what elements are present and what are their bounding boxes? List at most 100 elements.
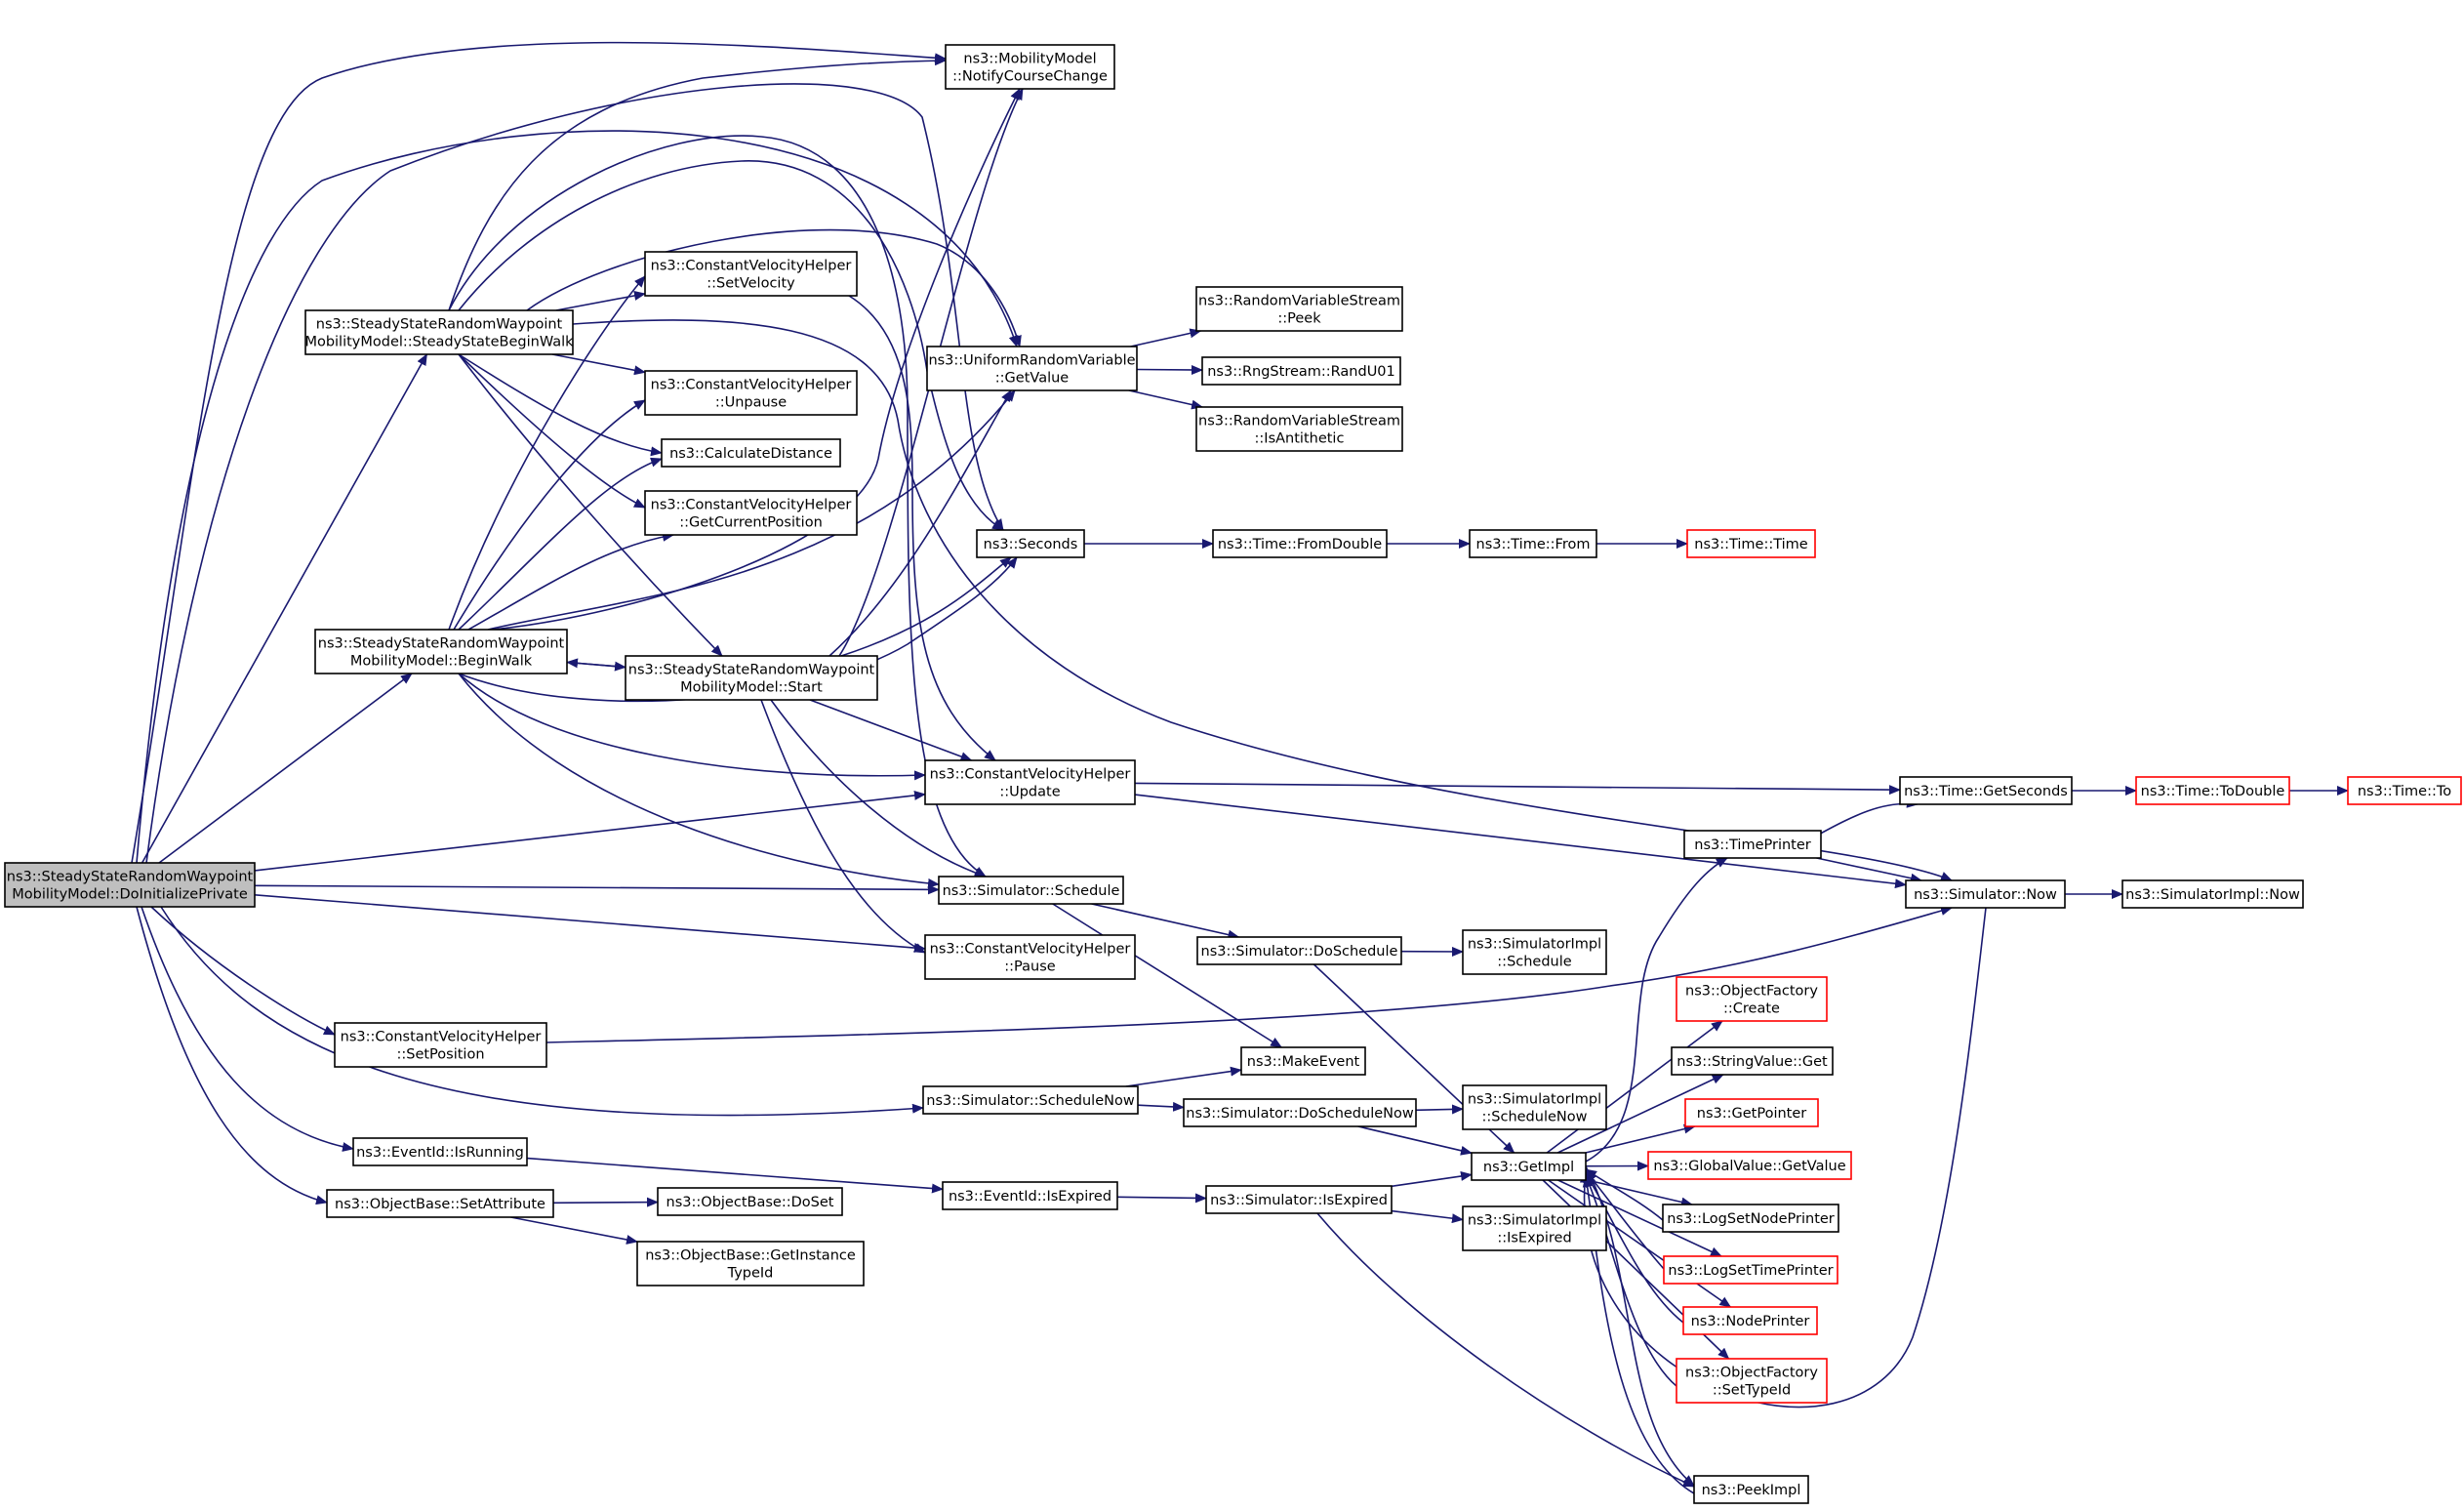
edge-arrow <box>510 1216 638 1245</box>
node-setattr[interactable]: ns3::ObjectBase::SetAttribute <box>326 1189 554 1218</box>
node-box <box>1676 1358 1828 1404</box>
node-label: ns3::SimulatorImpl <box>1468 1213 1601 1229</box>
node-unpause[interactable]: ns3::ConstantVelocityHelper::Unpause <box>644 370 858 416</box>
edge-arrow <box>136 130 1019 864</box>
node-label: ns3::LogSetTimePrinter <box>1668 1263 1833 1279</box>
node-box <box>1662 1204 1839 1233</box>
node-box <box>644 251 858 297</box>
edge-arrow <box>760 699 926 954</box>
edge-setattr-to-doset <box>552 1197 659 1207</box>
node-label: ns3::SimulatorImpl <box>1468 1092 1601 1108</box>
node-notify[interactable]: ns3::MobilityModel::NotifyCourseChange <box>945 44 1115 90</box>
node-label: ns3::UniformRandomVariable <box>928 353 1135 369</box>
edge-root-to-schedule <box>254 884 940 895</box>
node-makeevent[interactable]: ns3::MakeEvent <box>1240 1046 1366 1076</box>
node-timetime[interactable]: ns3::Time::Time <box>1686 529 1816 558</box>
node-pause[interactable]: ns3::ConstantVelocityHelper::Pause <box>924 934 1136 980</box>
node-setpos[interactable]: ns3::ConstantVelocityHelper::SetPosition <box>334 1022 547 1068</box>
node-nodeprinter[interactable]: ns3::NodePrinter <box>1682 1306 1818 1335</box>
edge-ssbw-to-setvel <box>555 291 646 311</box>
edge-ssbw-to-start <box>458 353 723 657</box>
node-logsetnode[interactable]: ns3::LogSetNodePrinter <box>1662 1204 1839 1233</box>
node-setvel[interactable]: ns3::ConstantVelocityHelper::SetVelocity <box>644 251 858 297</box>
edge-arrow <box>1134 794 1907 889</box>
node-box <box>326 1189 554 1218</box>
node-isanti[interactable]: ns3::RandomVariableStream::IsAntithetic <box>1195 406 1403 452</box>
node-objcreate[interactable]: ns3::ObjectFactory::Create <box>1676 976 1828 1022</box>
node-getcurpos[interactable]: ns3::ConstantVelocityHelper::GetCurrentP… <box>644 490 858 536</box>
node-implschednow[interactable]: ns3::SimulatorImpl::ScheduleNow <box>1462 1084 1607 1130</box>
edge-update-to-getseconds <box>1134 782 1901 796</box>
edge-arrow <box>453 399 646 631</box>
node-logsettime[interactable]: ns3::LogSetTimePrinter <box>1663 1255 1838 1285</box>
edge-arrow <box>1091 903 1240 940</box>
node-simimplnow[interactable]: ns3::SimulatorImpl::Now <box>2121 879 2304 909</box>
edge-arrow <box>551 353 646 376</box>
node-box <box>1469 529 1597 558</box>
node-box <box>926 346 1138 391</box>
node-schednow[interactable]: ns3::Simulator::ScheduleNow <box>922 1085 1139 1115</box>
node-getpointer[interactable]: ns3::GetPointer <box>1684 1098 1819 1127</box>
node-peek[interactable]: ns3::RandomVariableStream::Peek <box>1195 286 1403 332</box>
node-schedule[interactable]: ns3::Simulator::Schedule <box>938 876 1124 905</box>
node-label: ns3::EventId::IsExpired <box>949 1189 1111 1205</box>
node-update[interactable]: ns3::ConstantVelocityHelper::Update <box>924 759 1136 805</box>
node-label: ns3::ConstantVelocityHelper <box>341 1030 542 1045</box>
node-label: ::SetVelocity <box>707 276 795 292</box>
node-calcdist[interactable]: ns3::CalculateDistance <box>661 438 841 468</box>
edge-arrow <box>1585 1123 1696 1154</box>
node-fromdouble[interactable]: ns3::Time::FromDouble <box>1212 529 1388 558</box>
edge-arrow <box>448 56 947 311</box>
node-box <box>1663 1255 1838 1285</box>
node-box <box>1183 1098 1417 1127</box>
edge-arrow <box>448 135 987 878</box>
node-simisexpired[interactable]: ns3::Simulator::IsExpired <box>1205 1185 1393 1214</box>
node-label: ns3::Simulator::IsExpired <box>1210 1193 1388 1208</box>
node-isexpired[interactable]: ns3::EventId::IsExpired <box>942 1181 1118 1210</box>
node-randu01[interactable]: ns3::RngStream::RandU01 <box>1201 356 1401 386</box>
edge-root-to-ssbw <box>141 353 428 864</box>
node-box <box>976 529 1085 558</box>
node-seconds[interactable]: ns3::Seconds <box>976 529 1085 558</box>
node-ssbw[interactable]: ns3::SteadyStateRandomWaypointMobilityMo… <box>304 309 574 355</box>
node-strget[interactable]: ns3::StringValue::Get <box>1671 1046 1834 1076</box>
node-box <box>924 759 1136 805</box>
node-label: ns3::Time::Time <box>1694 537 1808 552</box>
node-timeto[interactable]: ns3::Time::To <box>2347 776 2462 805</box>
node-label: ns3::SteadyStateRandomWaypoint <box>316 317 563 333</box>
node-getimpl[interactable]: ns3::GetImpl <box>1471 1152 1587 1181</box>
edge-ssbw-to-unpause <box>551 353 646 376</box>
node-label: ns3::ObjectBase::DoSet <box>666 1195 834 1210</box>
node-peekimpl[interactable]: ns3::PeekImpl <box>1693 1475 1809 1504</box>
node-doset[interactable]: ns3::ObjectBase::DoSet <box>657 1187 843 1216</box>
node-urv[interactable]: ns3::UniformRandomVariable::GetValue <box>926 346 1138 391</box>
edge-beginwalk-to-calcdist <box>458 457 663 631</box>
node-box <box>1682 1306 1818 1335</box>
node-timeprinter[interactable]: ns3::TimePrinter <box>1683 830 1822 859</box>
edge-start-to-schedule <box>770 699 987 878</box>
node-label: ::ScheduleNow <box>1482 1110 1588 1125</box>
edge-arrow <box>141 906 354 1152</box>
node-doschednow[interactable]: ns3::Simulator::DoScheduleNow <box>1183 1098 1417 1127</box>
edge-start-to-update <box>809 699 973 761</box>
node-timefrom[interactable]: ns3::Time::From <box>1469 529 1597 558</box>
edge-doschednow-to-getimpl <box>1357 1125 1473 1156</box>
node-implschedule[interactable]: ns3::SimulatorImpl::Schedule <box>1462 929 1607 975</box>
node-todouble[interactable]: ns3::Time::ToDouble <box>2135 776 2290 805</box>
edge-urv-to-peek <box>1130 328 1202 347</box>
node-simnow[interactable]: ns3::Simulator::Now <box>1905 879 2066 909</box>
edge-ssbw-to-schedule <box>448 135 987 878</box>
edge-root-to-seconds <box>145 83 1004 864</box>
node-getseconds[interactable]: ns3::Time::GetSeconds <box>1899 776 2073 805</box>
node-label: ns3::SteadyStateRandomWaypoint <box>628 663 875 678</box>
node-start[interactable]: ns3::SteadyStateRandomWaypointMobilityMo… <box>625 655 878 701</box>
node-root: ns3::SteadyStateRandomWaypointMobilityMo… <box>4 862 256 908</box>
node-implisexpired[interactable]: ns3::SimulatorImpl::IsExpired <box>1462 1205 1607 1251</box>
node-isrunning[interactable]: ns3::EventId::IsRunning <box>352 1137 528 1166</box>
node-gvget[interactable]: ns3::GlobalValue::GetValue <box>1647 1151 1852 1180</box>
node-doschedule[interactable]: ns3::Simulator::DoSchedule <box>1196 936 1402 965</box>
node-settypeid[interactable]: ns3::ObjectFactory::SetTypeId <box>1676 1358 1828 1404</box>
node-beginwalk[interactable]: ns3::SteadyStateRandomWaypointMobilityMo… <box>314 629 568 674</box>
